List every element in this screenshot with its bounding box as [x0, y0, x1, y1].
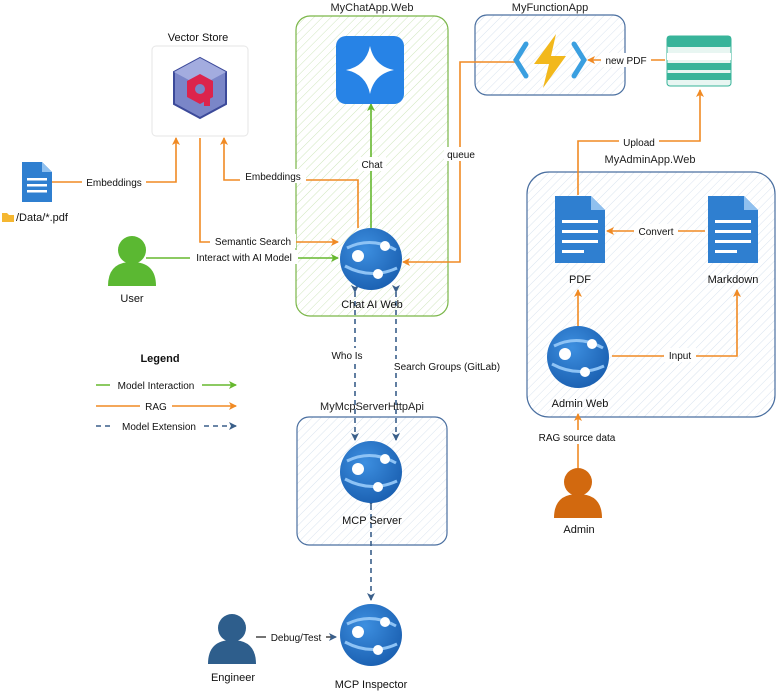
edge-embeddings-from-chat: Embeddings [220, 137, 359, 228]
engineer-node: Engineer [208, 614, 256, 684]
chat-node [336, 36, 404, 104]
azure-function-icon [513, 34, 587, 88]
legend-item-model-extension: Model Extension [96, 419, 237, 433]
web-app-icon [340, 228, 402, 290]
web-app-icon [340, 604, 402, 666]
edge-label-upload: Upload [623, 138, 655, 149]
admin-web-node: Admin Web [547, 326, 609, 410]
edge-semantic-search: Semantic Search [199, 138, 339, 248]
edge-convert: Convert [606, 224, 705, 238]
edge-queue: queue [402, 61, 516, 266]
edge-label-input: Input [669, 351, 691, 362]
storage-table-icon [666, 35, 732, 87]
group-title-mcp-server-app: MyMcpServerHttpApi [320, 401, 424, 413]
markdown-label: Markdown [708, 274, 759, 286]
document-icon [22, 162, 52, 202]
edge-label-semantic-search: Semantic Search [215, 237, 291, 248]
folder-icon [2, 213, 14, 222]
chat-ai-web-node: Chat AI Web [340, 228, 403, 311]
markdown-document-icon [708, 196, 758, 263]
chat-ai-web-label: Chat AI Web [341, 299, 403, 311]
pdf-folder-node: /Data/*.pdf [2, 162, 69, 224]
sparkle-icon [346, 46, 394, 94]
user-label: User [120, 293, 144, 305]
legend-label-model-interaction: Model Interaction [118, 381, 195, 392]
edge-new-pdf: new PDF [587, 53, 665, 67]
function-node [513, 34, 587, 88]
edge-chat: Chat [358, 103, 386, 234]
legend: Legend Model Interaction RAG Model Exten… [96, 353, 237, 433]
vector-store-label: Vector Store [168, 32, 229, 44]
legend-item-model-interaction: Model Interaction [96, 378, 237, 392]
edge-label-queue: queue [447, 150, 475, 161]
legend-label-rag: RAG [145, 402, 167, 413]
edge-label-chat: Chat [361, 160, 382, 171]
legend-label-model-extension: Model Extension [122, 422, 196, 433]
markdown-node: Markdown [708, 196, 759, 286]
edge-interact-with-ai-model: Interact with AI Model [146, 250, 339, 264]
web-app-icon [340, 441, 402, 503]
group-title-chat-app: MyChatApp.Web [331, 2, 414, 14]
user-icon [108, 236, 156, 286]
group-title-admin-app: MyAdminApp.Web [605, 154, 696, 166]
edge-upload: Upload [577, 89, 704, 195]
group-title-function-app: MyFunctionApp [512, 2, 588, 14]
web-app-icon [547, 326, 609, 388]
legend-title: Legend [140, 353, 179, 365]
mcp-server-node: MCP Server [340, 441, 402, 527]
admin-node: Admin [554, 468, 602, 536]
edge-label-debug-test: Debug/Test [271, 633, 322, 644]
edge-input: Input [612, 289, 741, 362]
edge-label-embeddings-chat: Embeddings [245, 172, 301, 183]
edge-label-interact: Interact with AI Model [196, 253, 292, 264]
pdf-folder-label: /Data/*.pdf [16, 212, 69, 224]
vector-store-node: Vector Store [151, 32, 249, 137]
edge-label-new-pdf: new PDF [605, 56, 646, 67]
edge-search-groups: Search Groups (GitLab) [386, 285, 508, 441]
edge-label-convert: Convert [638, 227, 673, 238]
edge-label-who-is: Who Is [331, 351, 362, 362]
edge-who-is: Who Is [327, 285, 367, 441]
engineer-label: Engineer [211, 672, 255, 684]
mcp-server-label: MCP Server [342, 515, 402, 527]
vector-store-icon [173, 56, 227, 120]
admin-user-icon [554, 468, 602, 518]
engineer-user-icon [208, 614, 256, 664]
edge-embeddings-to-vector-store: Embeddings [52, 137, 180, 189]
edge-label-rag-source: RAG source data [539, 433, 616, 444]
pdf-node: PDF [555, 196, 605, 286]
mcp-inspector-node: MCP Inspector [335, 604, 408, 691]
edge-label-embeddings-left: Embeddings [86, 178, 142, 189]
edge-label-search-groups: Search Groups (GitLab) [394, 362, 500, 373]
admin-label: Admin [563, 524, 594, 536]
user-node: User [108, 236, 156, 305]
storage-node [666, 35, 732, 87]
pdf-document-icon [555, 196, 605, 263]
pdf-label: PDF [569, 274, 591, 286]
edge-rag-source-data: RAG source data [532, 413, 622, 468]
mcp-inspector-label: MCP Inspector [335, 679, 408, 691]
legend-item-rag: RAG [96, 399, 237, 413]
edge-debug-test: Debug/Test [256, 630, 337, 644]
admin-web-label: Admin Web [552, 398, 609, 410]
